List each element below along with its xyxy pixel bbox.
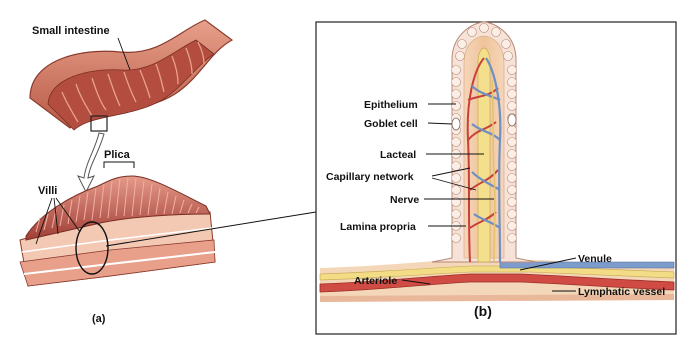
panel-a: Small intestine	[20, 20, 316, 325]
label-capillary-network: Capillary network	[326, 171, 414, 183]
label-small-intestine: Small intestine	[32, 25, 110, 37]
label-lamina-propria: Lamina propria	[340, 221, 416, 233]
label-arteriole: Arteriole	[354, 275, 397, 287]
plica-bracket	[104, 162, 134, 168]
label-villi: Villi	[38, 185, 57, 197]
lacteal	[478, 48, 490, 262]
label-epithelium: Epithelium	[364, 99, 418, 111]
goblet-cell	[452, 118, 460, 130]
label-nerve: Nerve	[390, 194, 419, 206]
label-venule: Venule	[578, 253, 612, 265]
caption-panel-b: (b)	[474, 303, 492, 319]
label-lymphatic-vessel: Lymphatic vessel	[578, 286, 665, 298]
label-lacteal: Lacteal	[380, 149, 416, 161]
caption-panel-a: (a)	[92, 313, 106, 325]
hollow-arrow-down-icon	[78, 133, 104, 192]
label-goblet-cell: Goblet cell	[364, 118, 418, 130]
panel-b: Epithelium Goblet cell Lacteal Capillary…	[316, 22, 676, 334]
label-plica: Plica	[104, 149, 131, 161]
